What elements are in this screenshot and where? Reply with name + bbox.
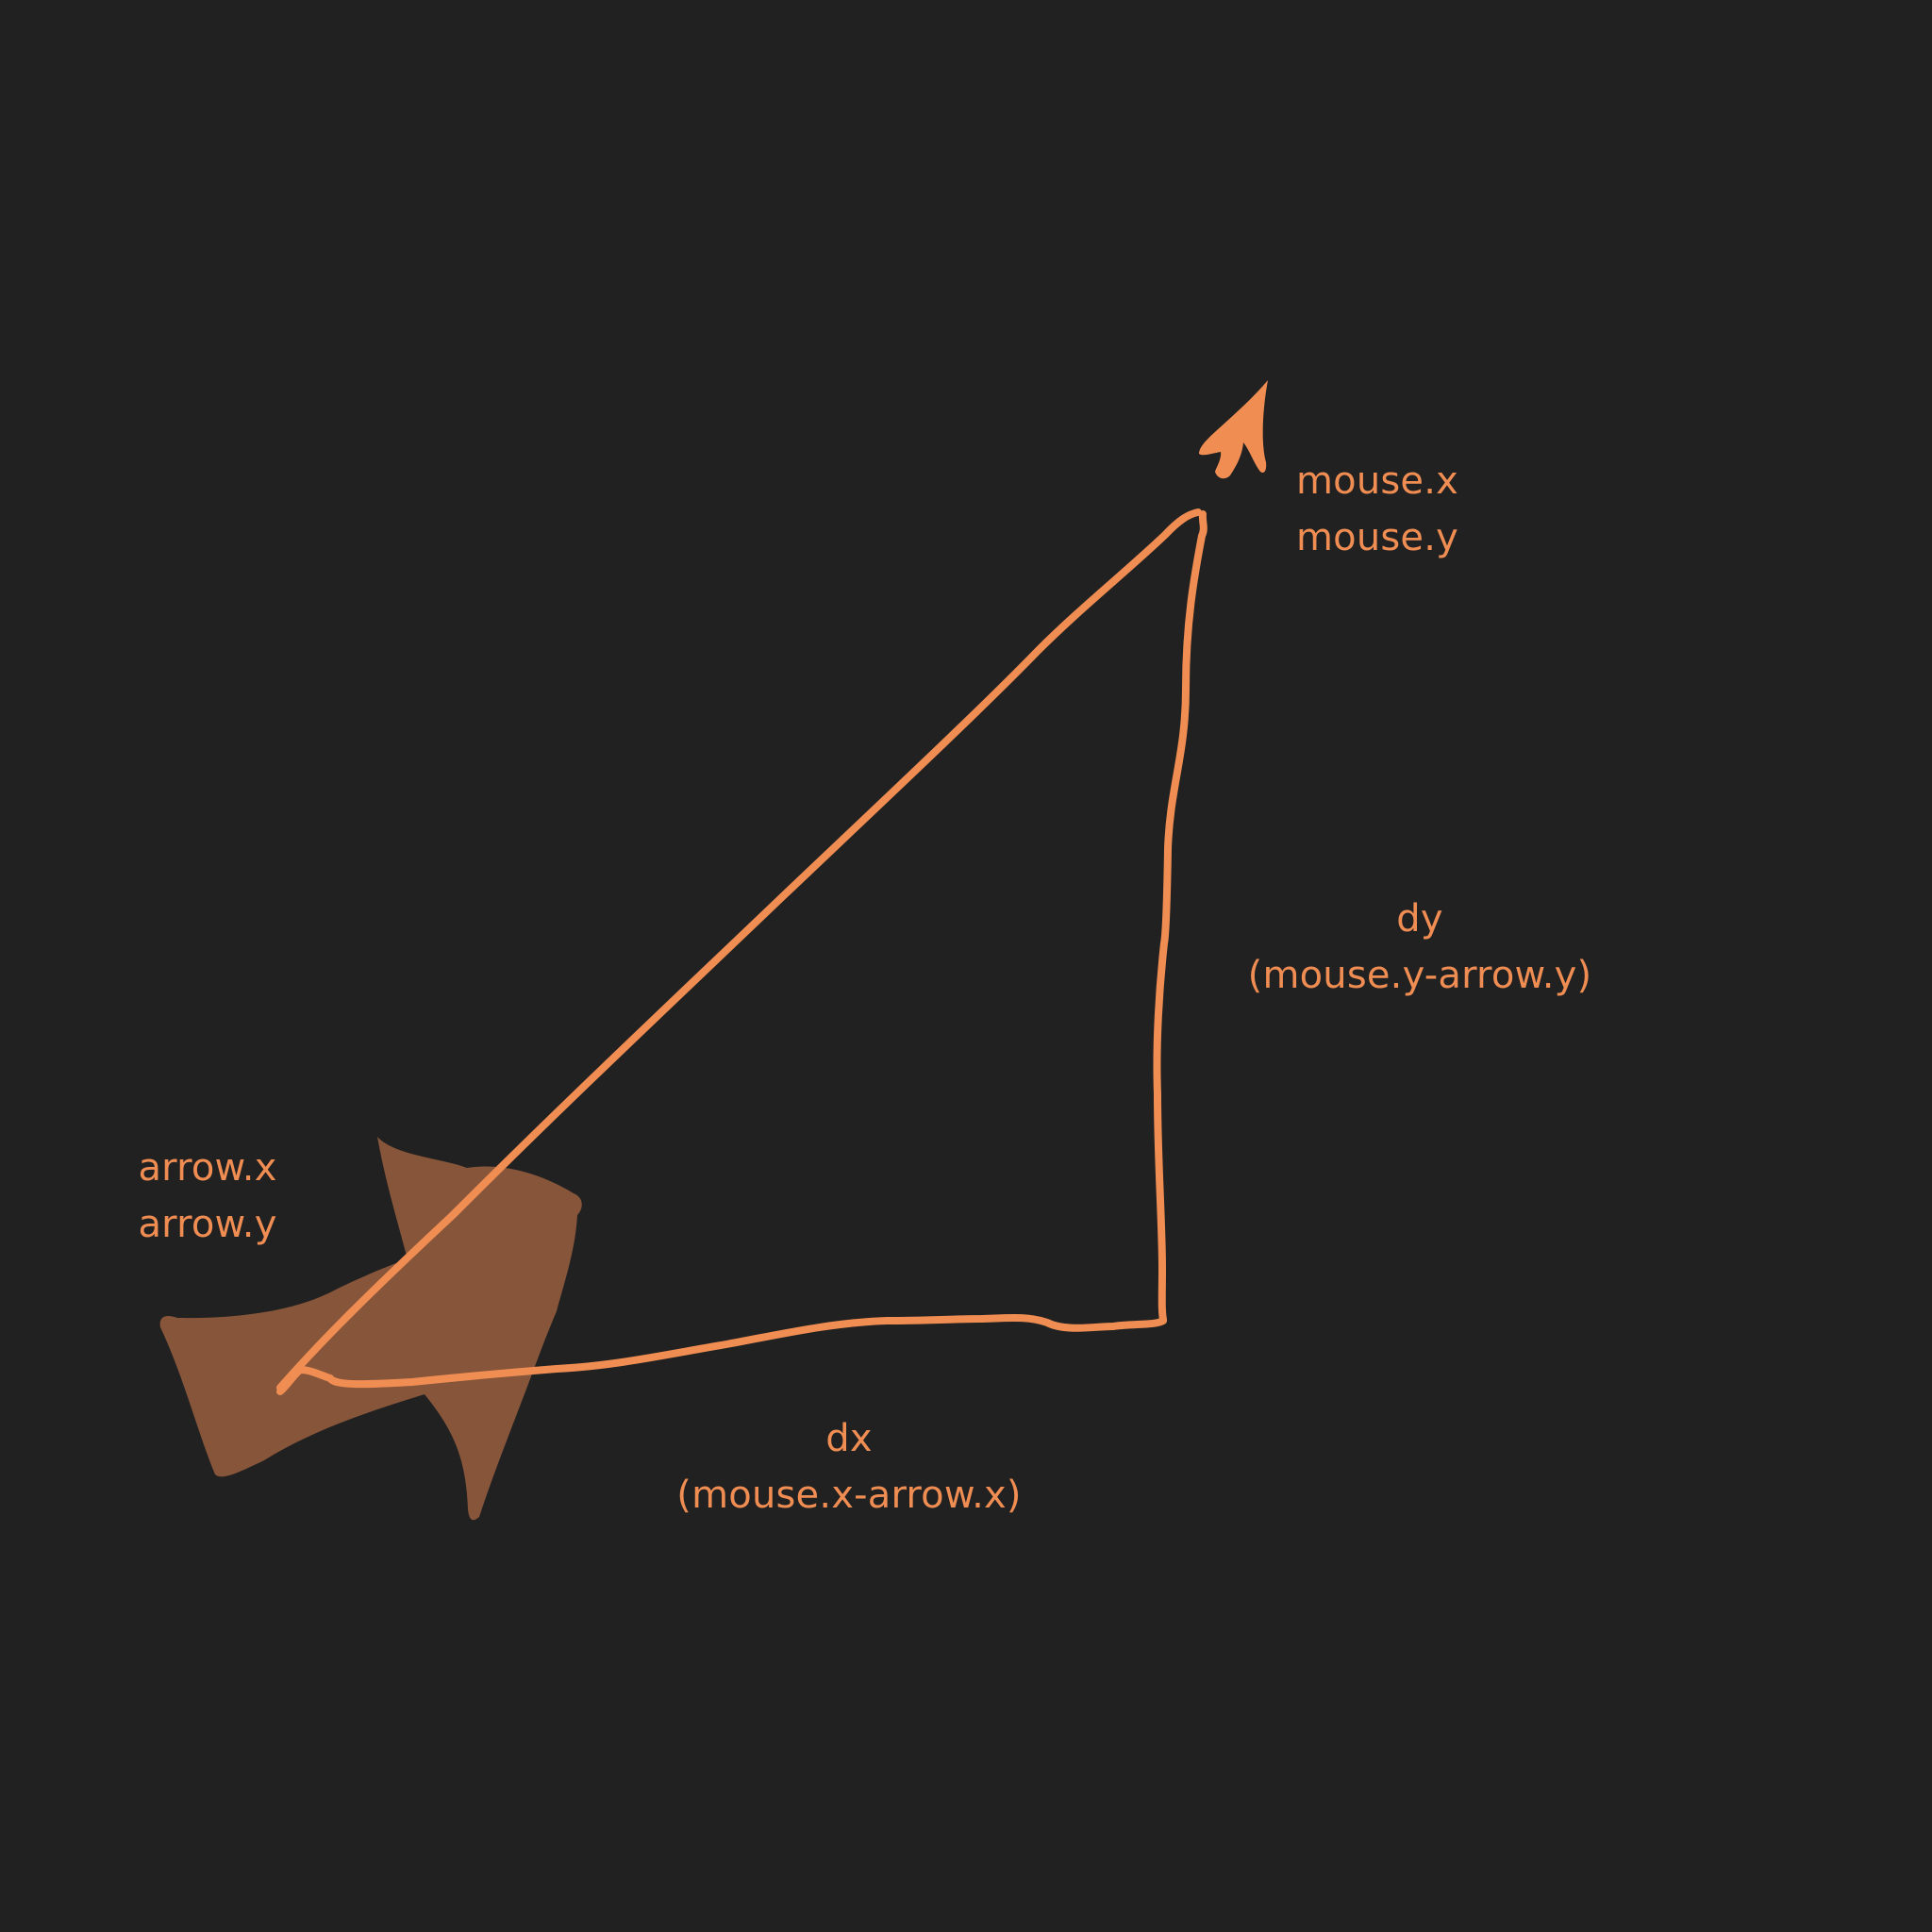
triangle-outline (276, 508, 1208, 1395)
dy-formula-text: (mouse.y-arrow.y) (1247, 954, 1592, 997)
mouse-x-text: mouse.x (1295, 459, 1459, 503)
mouse-y-text: mouse.y (1295, 516, 1459, 559)
horizontal-leg-line (276, 1313, 1167, 1395)
arrow-y-text: arrow.y (138, 1203, 277, 1246)
arrow-x-text: arrow.x (138, 1146, 277, 1190)
dx-label: dx (mouse.x-arrow.x) (604, 1410, 1094, 1524)
dx-name-text: dx (825, 1417, 873, 1460)
mouse-coordinates-label: mouse.x mouse.y (1264, 453, 1491, 566)
hypotenuse-line (276, 508, 1202, 1391)
vertical-leg-line (1153, 510, 1208, 1324)
dx-formula-text: (mouse.x-arrow.x) (676, 1474, 1022, 1517)
dy-name-text: dy (1396, 897, 1443, 941)
mouse-cursor-shape (1199, 380, 1268, 479)
dy-label: dy (mouse.y-arrow.y) (1179, 891, 1660, 1004)
mouse-cursor-icon (1199, 380, 1268, 479)
arrow-sprite-icon (159, 1137, 582, 1521)
arrow-coordinates-label: arrow.x arrow.y (94, 1140, 321, 1253)
arrow-sprite-shape (159, 1137, 582, 1521)
